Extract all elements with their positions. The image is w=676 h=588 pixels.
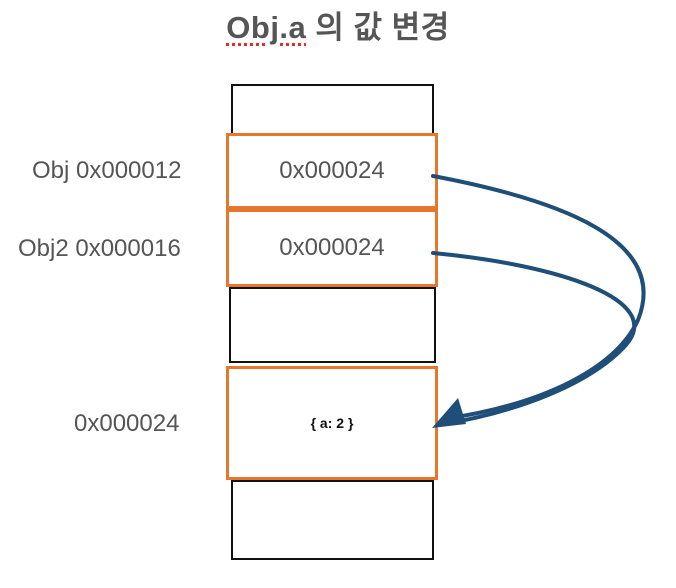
obj2-address-label: Obj2 0x000016: [18, 235, 181, 262]
heap-address-label: 0x000024: [74, 410, 180, 437]
title-text: 의 값 변경: [315, 10, 450, 45]
heap-object-value: { a: 2 }: [310, 415, 354, 431]
obj2-slot-value: 0x000024: [279, 234, 385, 261]
diagram-title: Obj.a 의 값 변경: [0, 2, 676, 47]
obj-address-label: Obj 0x000012: [32, 157, 182, 184]
title-code: Obj.a: [226, 10, 307, 45]
obj2-slot: 0x000024: [226, 209, 438, 287]
obj2-reference-arrow: [431, 251, 637, 426]
obj-slot: 0x000024: [226, 133, 438, 209]
memory-cell-empty: [229, 287, 436, 363]
memory-cell-bottom: [231, 480, 434, 560]
arrowhead-icon: [432, 398, 466, 428]
obj-slot-value: 0x000024: [279, 157, 385, 184]
obj-reference-arrow: [431, 174, 646, 421]
heap-object-slot: { a: 2 }: [226, 366, 438, 480]
